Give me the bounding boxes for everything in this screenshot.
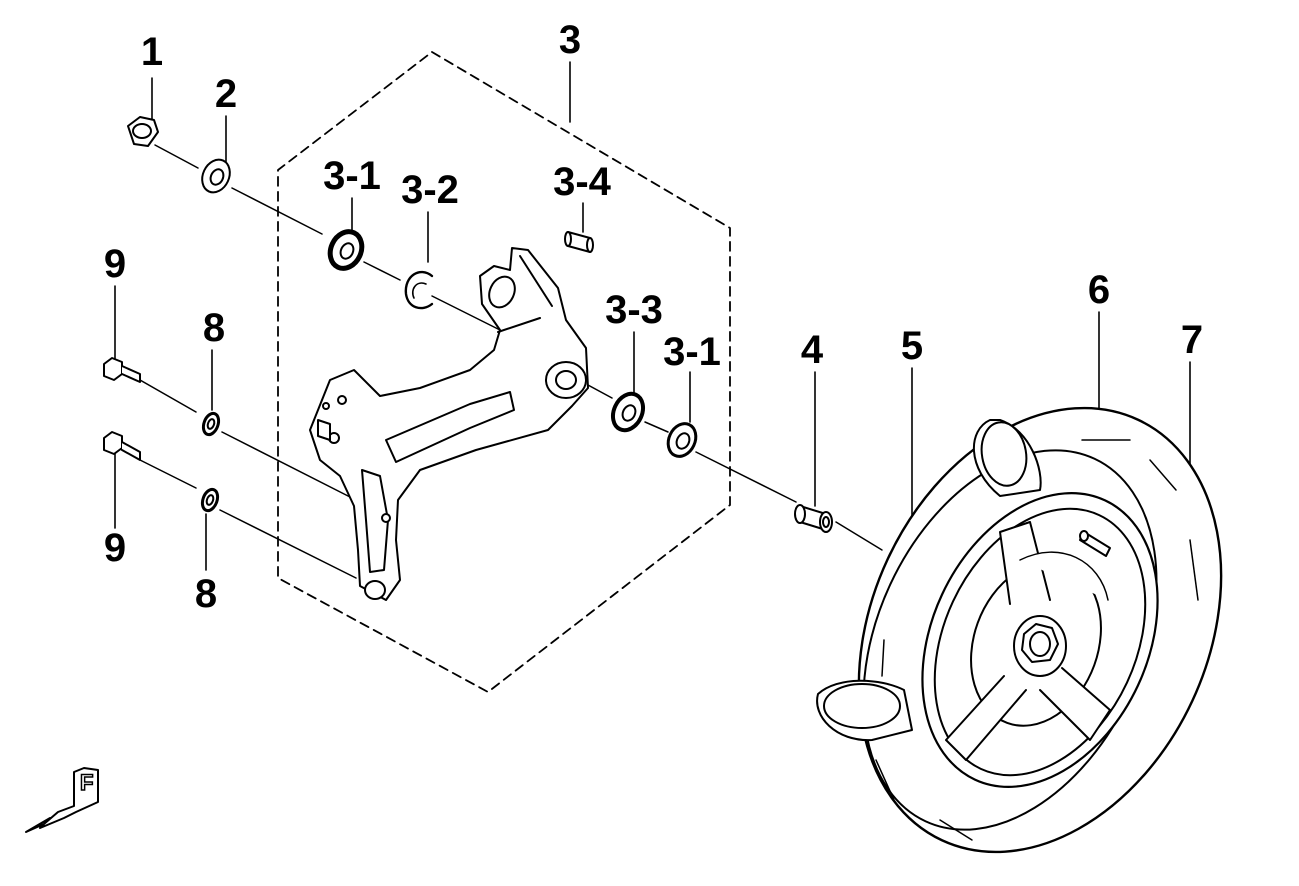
callout-3-1-upper: 3-1: [323, 154, 381, 198]
part-8-washer-lower: [200, 487, 220, 513]
part-1-nut: [127, 116, 159, 147]
callout-6: 6: [1087, 268, 1111, 312]
part-3-1-bearing-b: [666, 422, 698, 458]
callout-3-3: 3-3: [605, 288, 663, 332]
callout-1: 1: [140, 30, 164, 74]
front-direction-arrow-icon: [25, 767, 99, 833]
callout-9-lower: 9: [103, 526, 127, 570]
part-4-collar: [794, 504, 833, 533]
part-6-valve: [1079, 530, 1111, 557]
part-3-4-collar: [564, 231, 594, 253]
part-3-3-oil-seal: [610, 391, 646, 433]
part-3-1-bearing-a: [327, 229, 365, 271]
assembly-3-boundary: [277, 51, 731, 693]
callout-8-upper: 8: [202, 306, 226, 350]
callout-3-4: 3-4: [553, 160, 611, 204]
part-3-2-circlip: [404, 270, 434, 310]
axis-lines: [139, 144, 883, 579]
callout-8-lower: 8: [194, 572, 218, 616]
callout-2: 2: [214, 72, 238, 116]
part-3-swing-arm: [309, 247, 589, 601]
callout-7: 7: [1180, 318, 1204, 362]
part-5-rim: [921, 492, 1159, 788]
part-2-washer: [201, 158, 231, 194]
callout-9-upper: 9: [103, 242, 127, 286]
callout-3-1-lower: 3-1: [663, 330, 721, 374]
callout-3: 3: [558, 18, 582, 62]
part-9-bolt-upper: [103, 357, 141, 383]
part-9-bolt-lower: [103, 431, 141, 461]
callout-5: 5: [900, 324, 924, 368]
callout-3-2: 3-2: [401, 168, 459, 212]
front-direction-label: F: [79, 770, 94, 795]
part-8-washer-upper: [201, 411, 221, 437]
callout-4: 4: [800, 328, 824, 372]
